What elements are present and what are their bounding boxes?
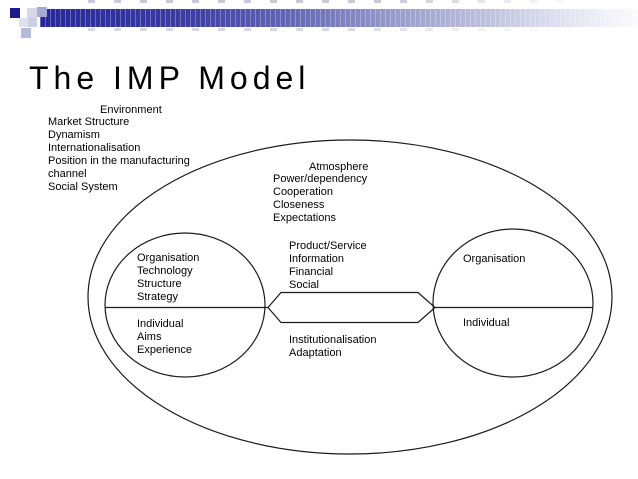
- exchange-item: Information: [289, 253, 345, 265]
- atmosphere-item: Cooperation: [273, 186, 333, 198]
- left-party-upper-item: Strategy: [137, 291, 178, 303]
- left-party-upper-item: Organisation: [137, 252, 200, 264]
- header-tick-texture-top: [88, 0, 628, 3]
- header-gradient-bar: [40, 9, 638, 27]
- environment-item: Social System: [48, 181, 118, 193]
- right-party-lower-list: Individual: [463, 317, 509, 330]
- environment-item: Position in the manufacturing: [48, 155, 190, 167]
- deco-square-gray-2: [19, 18, 28, 27]
- slide-title: The IMP Model: [29, 60, 311, 96]
- atmosphere-item: Expectations: [273, 212, 336, 224]
- deco-square-blue: [37, 7, 47, 17]
- environment-item: channel: [48, 168, 87, 180]
- left-party-lower-item: Aims: [137, 331, 162, 343]
- left-party-lower-item: Individual: [137, 318, 184, 330]
- atmosphere-item: Closeness: [273, 199, 325, 211]
- environment-list: Market Structure Dynamism Internationali…: [48, 116, 190, 194]
- header-tick-texture-bottom: [88, 28, 628, 31]
- exchange-item: Product/Service: [289, 240, 367, 252]
- relationship-item: Adaptation: [289, 347, 342, 359]
- environment-item: Internationalisation: [48, 142, 141, 154]
- deco-square-navy: [10, 8, 20, 18]
- environment-ellipse: [87, 139, 613, 455]
- deco-square-gray-1: [27, 8, 37, 18]
- left-organisation-circle: [104, 232, 266, 378]
- interaction-hexagon: [267, 291, 436, 324]
- right-party-lower-item: Individual: [463, 317, 510, 329]
- atmosphere-heading: Atmosphere: [309, 161, 369, 173]
- exchange-item: Social: [289, 279, 319, 291]
- left-party-upper-item: Structure: [137, 278, 182, 290]
- left-party-lower-list: Individual Aims Experience: [137, 318, 192, 357]
- relationship-list: Institutionalisation Adaptation: [289, 334, 376, 360]
- atmosphere-list: Power/dependency Cooperation Closeness E…: [273, 173, 367, 225]
- atmosphere-item: Power/dependency: [273, 173, 368, 185]
- left-party-lower-item: Experience: [137, 344, 193, 356]
- environment-item: Market Structure: [48, 116, 130, 128]
- relationship-item: Institutionalisation: [289, 334, 377, 346]
- left-party-upper-list: Organisation Technology Structure Strate…: [137, 252, 199, 304]
- deco-square-lavender: [21, 28, 31, 38]
- right-party-upper-item: Organisation: [463, 253, 526, 265]
- deco-square-gray-3: [28, 18, 37, 27]
- environment-heading: Environment: [100, 104, 162, 116]
- exchange-item: Financial: [289, 266, 334, 278]
- left-party-upper-item: Technology: [137, 265, 193, 277]
- right-party-upper-list: Organisation: [463, 253, 525, 266]
- environment-item: Dynamism: [48, 129, 100, 141]
- exchange-list: Product/Service Information Financial So…: [289, 240, 367, 292]
- right-organisation-circle: [432, 228, 594, 378]
